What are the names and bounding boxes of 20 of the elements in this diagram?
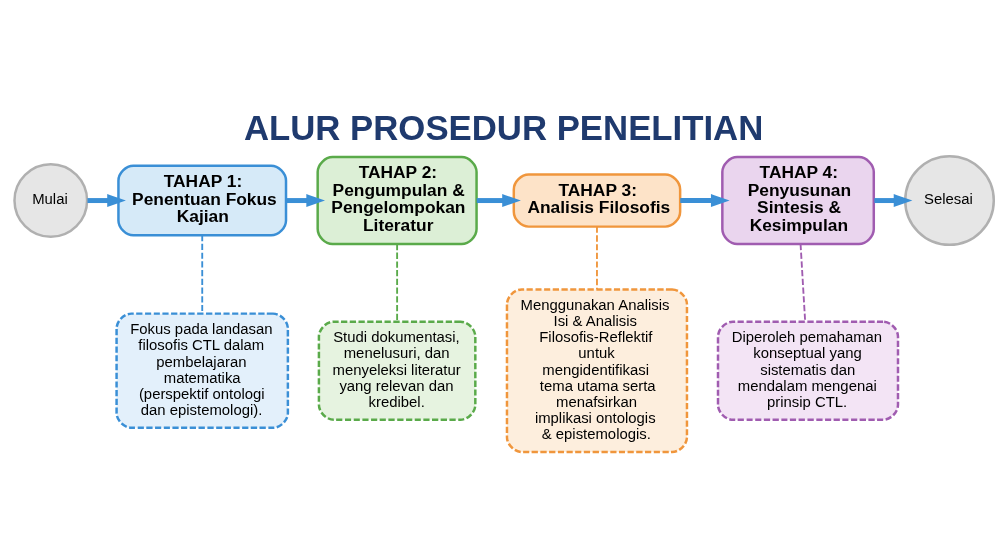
connector (799, 242, 807, 322)
node-box: TAHAP 4: Penyusunan Sintesis & Kesimpulan (721, 155, 875, 245)
node-box: TAHAP 3: Analisis Filosofis (512, 172, 682, 228)
arrow (680, 193, 730, 207)
node-box: Studi dokumentasi, menelusuri, dan menyeleksi literatur yang relevan dan kredibel. (317, 319, 477, 421)
arrow (874, 193, 913, 207)
arrow (87, 193, 126, 207)
arrow (286, 193, 325, 207)
connector (396, 242, 399, 322)
diagram-title: ALUR PROSEDUR PENELITIAN (243, 107, 764, 146)
node-box: Diperoleh pemahaman konseptual yang sistematis dan mendalam mengenai prinsip CTL. (716, 319, 900, 421)
node-circle: Selesai (903, 154, 996, 246)
connector (201, 233, 204, 314)
connector (596, 225, 598, 290)
node-box: TAHAP 2: Pengumpulan & Pengelompokan Literatur (316, 155, 478, 245)
node-box: Menggunakan Analisis Isi & Analisis Filosofis-Reflektif untuk mengidentifikasi tema utama serta menafsirkan implikasi ontologis & epistemologis. (505, 287, 689, 453)
node-circle: Mulai (13, 162, 89, 238)
arrow (476, 193, 521, 207)
node-box: TAHAP 1: Penentuan Fokus Kajian (117, 164, 288, 237)
node-box: Fokus pada landasan filosofis CTL dalam pembelajaran matematika (perspektif ontologi dan epistemologi). (115, 311, 290, 429)
